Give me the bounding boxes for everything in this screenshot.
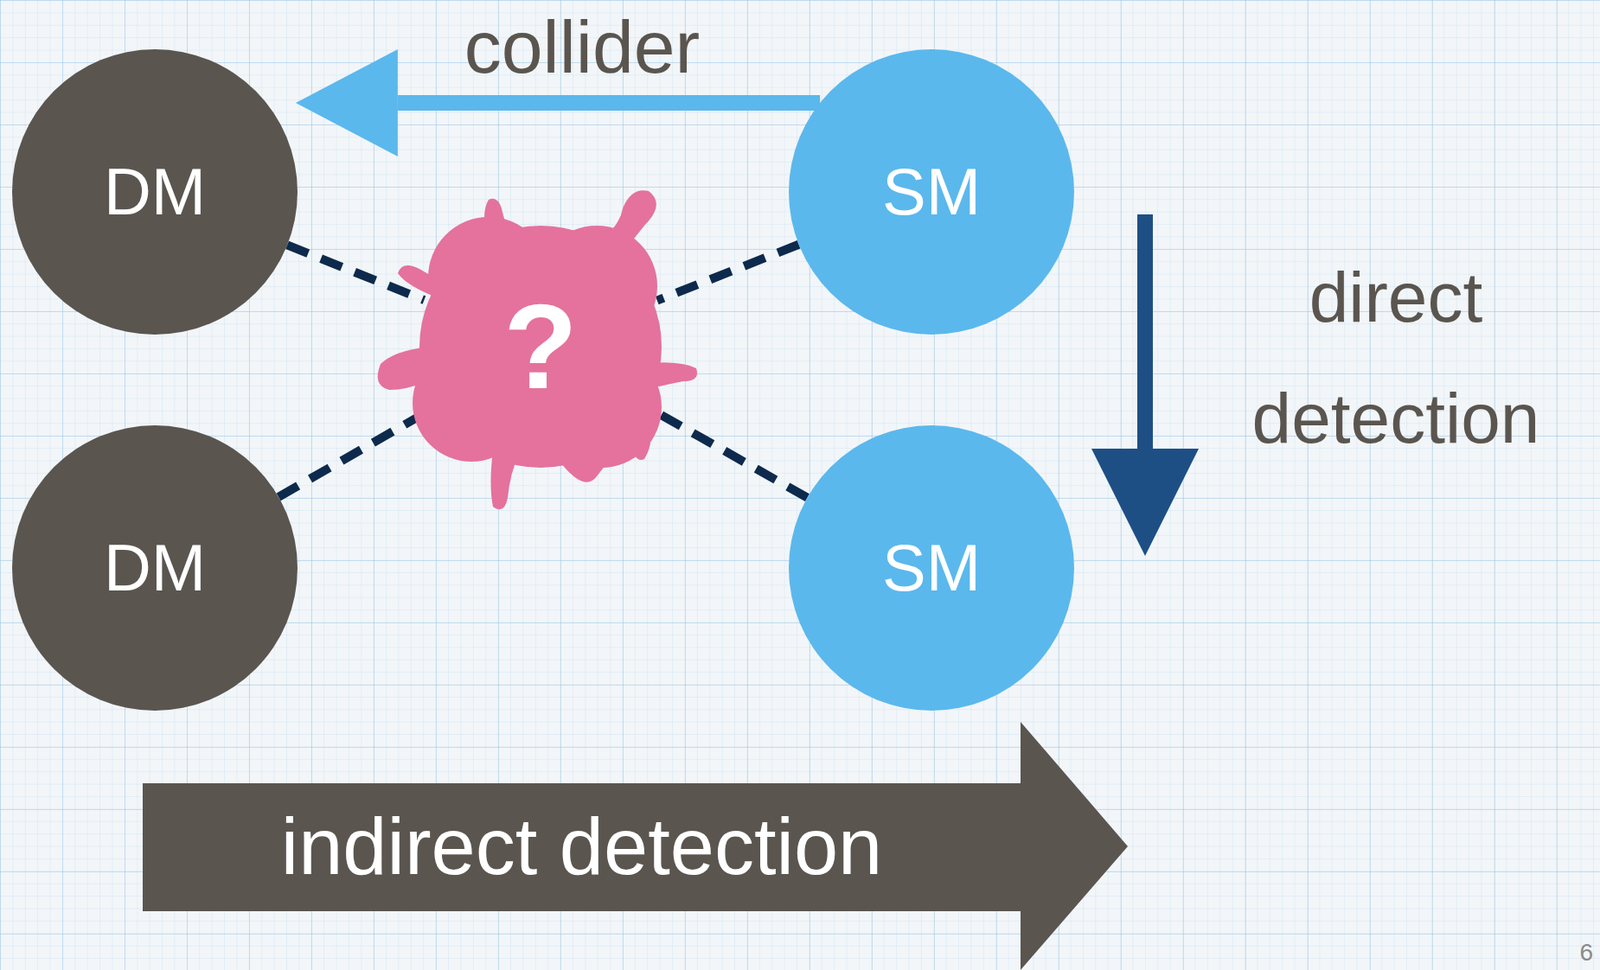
node-text: SM <box>882 531 981 605</box>
dark-matter-circle: DM <box>12 425 298 711</box>
node-text: SM <box>882 155 981 229</box>
edge-label: collider <box>464 9 700 84</box>
arrow-text-area: indirect detection <box>142 783 1021 912</box>
arrow-shaft <box>397 95 820 111</box>
standard-model-circle: SM <box>788 49 1075 335</box>
unknown-interaction-splat: ? <box>358 173 723 520</box>
page-number: 6 <box>1579 940 1594 966</box>
splat-drip <box>491 450 520 510</box>
indirect-detection-arrow: indirect detection <box>142 722 1128 970</box>
arrow-head <box>295 49 398 157</box>
node-text: indirect detection <box>281 803 884 891</box>
node-text: ? <box>503 280 578 414</box>
splat-drip <box>397 265 455 300</box>
dark-matter-circle: DM <box>12 49 298 335</box>
interaction-dashed-line <box>657 244 800 301</box>
splat-drip <box>377 346 429 391</box>
arrow-shaft <box>1137 214 1153 449</box>
interaction-dashed-line <box>278 409 432 498</box>
splat-fill <box>377 190 698 510</box>
standard-model-circle: SM <box>788 425 1075 711</box>
edge-label: direct detection <box>1205 236 1587 480</box>
node-text: DM <box>103 155 206 229</box>
splat-drip <box>575 190 657 269</box>
arrow-body <box>142 722 1128 970</box>
splat-drip <box>484 198 519 248</box>
splat-drip <box>631 416 652 461</box>
node-text: DM <box>103 531 206 605</box>
arrow-head <box>1091 448 1199 557</box>
interaction-dashed-line <box>649 408 807 498</box>
splat-drip <box>640 362 698 391</box>
splat-drip <box>557 450 619 483</box>
